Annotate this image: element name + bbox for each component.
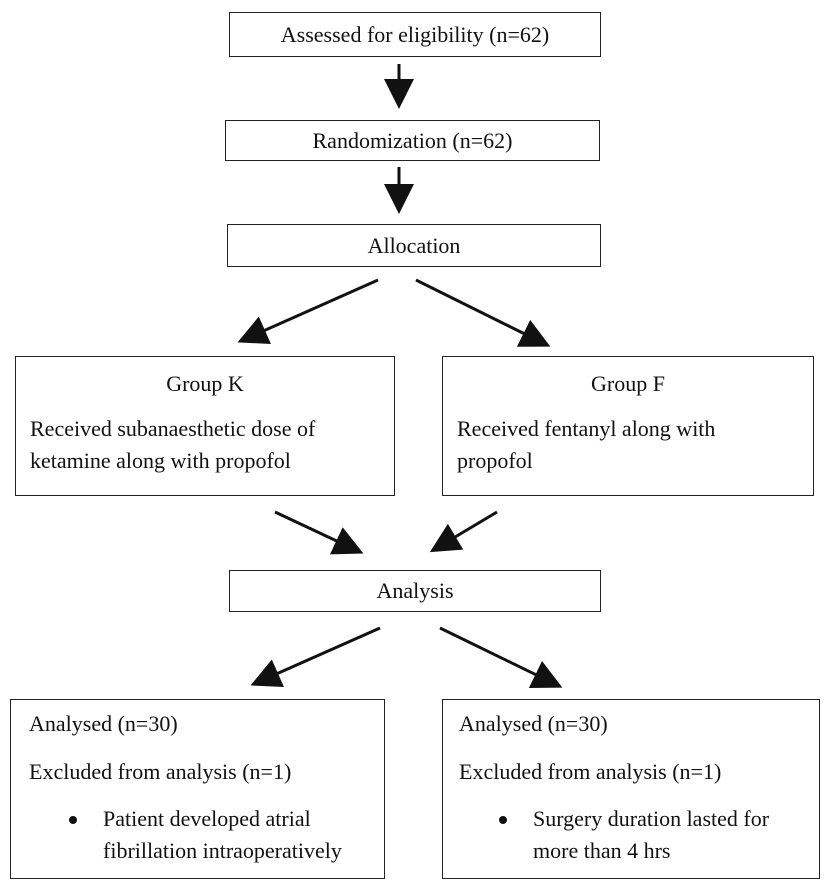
arrow-allocation-to-group-k — [237, 278, 379, 344]
group-f-desc-line2: propofol — [457, 448, 533, 473]
group-k-desc-line1: Received subanaesthetic dose of — [30, 416, 316, 441]
group-k-title: Group K — [166, 371, 244, 396]
group-f-desc-line1: Received fentanyl along with — [457, 416, 716, 441]
analysis-box: Analysis — [229, 570, 601, 612]
allocation-box: Allocation — [227, 224, 601, 267]
bullet-icon — [499, 816, 507, 824]
randomization-label: Randomization (n=62) — [312, 127, 513, 153]
eligibility-label: Assessed for eligibility (n=62) — [280, 21, 550, 47]
outcome-right-reason-line1: Surgery duration lasted for — [533, 806, 770, 831]
arrow-analysis-to-outcome-right — [439, 626, 563, 688]
outcome-left-reason-line1: Patient developed atrial — [103, 806, 311, 831]
bullet-icon — [69, 816, 77, 824]
group-k-box: Group K Received subanaesthetic dose of … — [15, 356, 395, 496]
outcome-left-reason: Patient developed atrial fibrillation in… — [69, 803, 342, 867]
outcome-left-box: Analysed (n=30) Excluded from analysis (… — [10, 699, 385, 879]
outcome-left-reason-line2: fibrillation intraoperatively — [103, 838, 342, 863]
outcome-right-reason: Surgery duration lasted for more than 4 … — [499, 803, 769, 867]
group-f-title: Group F — [591, 371, 665, 396]
arrow-group-k-to-analysis — [274, 510, 364, 555]
arrow-analysis-to-outcome-left — [250, 626, 381, 687]
outcome-right-analysed: Analysed (n=30) — [459, 711, 608, 736]
group-k-desc-line2: ketamine along with propofol — [30, 448, 291, 473]
arrow-allocation-to-group-f — [415, 278, 551, 347]
outcome-right-reason-line2: more than 4 hrs — [533, 838, 671, 863]
analysis-label: Analysis — [376, 578, 454, 603]
group-k-description: Received subanaesthetic dose of ketamine… — [30, 413, 394, 477]
outcome-right-box: Analysed (n=30) Excluded from analysis (… — [442, 699, 820, 879]
outcome-right-excluded: Excluded from analysis (n=1) — [459, 759, 722, 784]
randomization-box: Randomization (n=62) — [225, 120, 600, 161]
arrow-group-f-to-analysis — [429, 510, 498, 553]
eligibility-box: Assessed for eligibility (n=62) — [229, 12, 601, 57]
allocation-label: Allocation — [367, 232, 461, 258]
group-f-box: Group F Received fentanyl along with pro… — [442, 356, 814, 496]
outcome-left-analysed: Analysed (n=30) — [29, 711, 178, 736]
group-f-description: Received fentanyl along with propofol — [457, 413, 813, 477]
outcome-left-excluded: Excluded from analysis (n=1) — [29, 759, 292, 784]
